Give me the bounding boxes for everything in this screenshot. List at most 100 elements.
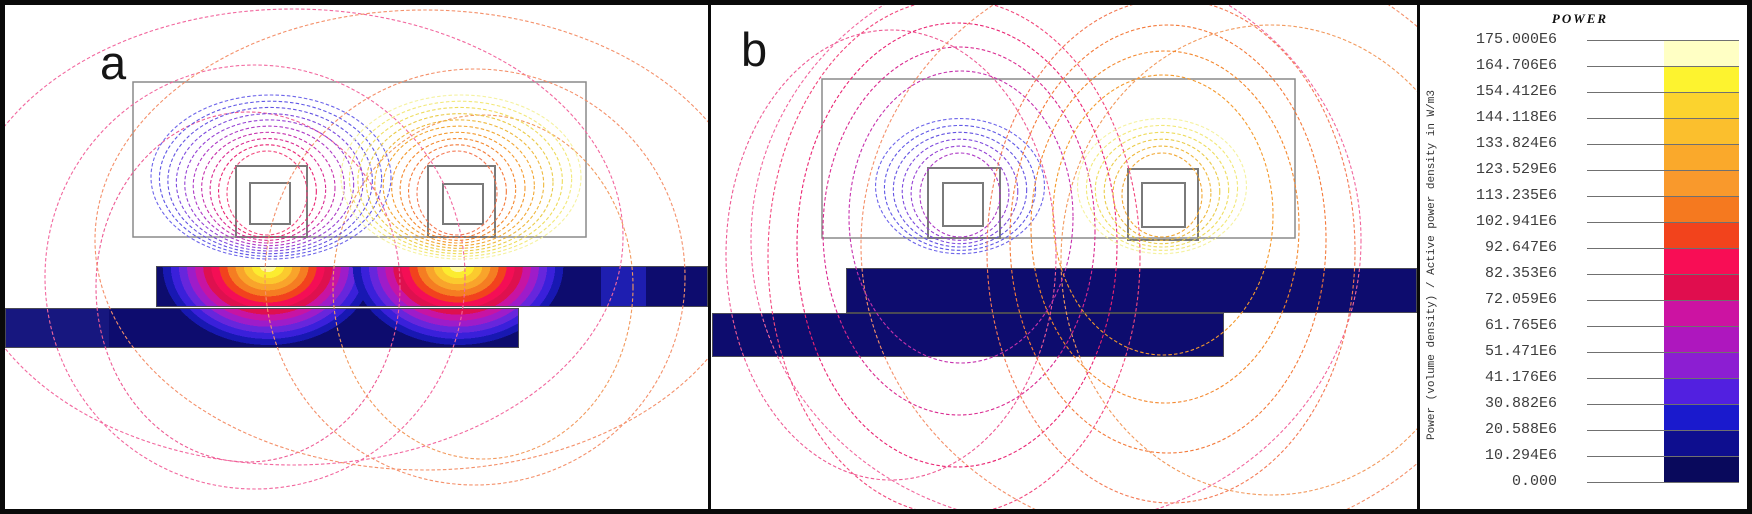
legend-tick-label: 154.412E6 bbox=[1475, 83, 1557, 100]
workpiece-top-plate-a bbox=[156, 266, 708, 307]
flux-contour-line bbox=[226, 150, 308, 236]
flux-contour-line bbox=[201, 131, 336, 244]
legend-tick-label: 102.941E6 bbox=[1475, 213, 1557, 230]
inductor-core-outline bbox=[132, 81, 587, 238]
flux-contour-line bbox=[340, 94, 582, 260]
flux-contour-line bbox=[1060, 24, 1417, 496]
colorbar-band bbox=[1664, 274, 1739, 300]
colorbar-band bbox=[1664, 300, 1739, 326]
left-coil-outline bbox=[235, 165, 308, 238]
flux-contour-line bbox=[1077, 118, 1247, 255]
legend-tick-label: 0.000 bbox=[1511, 473, 1557, 490]
legend-tick-line bbox=[1587, 170, 1739, 171]
legend-axis-label: Power (volume density) / Active power de… bbox=[1426, 90, 1438, 440]
legend-tick-line bbox=[1587, 456, 1739, 457]
legend-tick-label: 10.294E6 bbox=[1484, 447, 1557, 464]
legend-tick-label: 41.176E6 bbox=[1484, 369, 1557, 386]
legend-tick-label: 72.059E6 bbox=[1484, 291, 1557, 308]
flux-contour-line bbox=[399, 138, 517, 241]
colorbar-band bbox=[1664, 40, 1739, 66]
colorbar-band bbox=[1664, 170, 1739, 196]
panel-a-label: a bbox=[100, 36, 127, 89]
flux-contour-line bbox=[408, 144, 507, 239]
flux-contour-line bbox=[218, 144, 317, 239]
flux-contour-line bbox=[175, 113, 364, 252]
flux-contour-line bbox=[184, 119, 355, 249]
legend-tick-label: 144.118E6 bbox=[1475, 109, 1557, 126]
legend-tick-line bbox=[1587, 40, 1739, 41]
right-coil-conductor bbox=[1141, 182, 1186, 228]
workpiece-top-plate-b bbox=[846, 268, 1417, 313]
flux-contour-line bbox=[901, 138, 1019, 245]
flux-contour-line bbox=[150, 94, 392, 260]
flux-contour-line bbox=[892, 131, 1028, 248]
legend-tick-line bbox=[1587, 248, 1739, 249]
legend-tick-line bbox=[1587, 196, 1739, 197]
panel-b: b bbox=[711, 5, 1417, 509]
flux-contour-line bbox=[158, 100, 383, 257]
legend-tick-line bbox=[1587, 430, 1739, 431]
flux-contour-line bbox=[725, 29, 1057, 481]
flux-contour-line bbox=[986, 5, 1356, 504]
flux-contour-line bbox=[1094, 131, 1230, 248]
colorbar-band bbox=[1664, 378, 1739, 404]
legend-tick-label: 92.647E6 bbox=[1484, 239, 1557, 256]
flux-contour-line bbox=[860, 5, 1417, 509]
flux-contour-line bbox=[767, 5, 1141, 509]
legend-tick-label: 30.882E6 bbox=[1484, 395, 1557, 412]
flux-contour-line bbox=[416, 150, 498, 236]
colorbar-band bbox=[1664, 66, 1739, 92]
power-density-hotspot bbox=[340, 267, 576, 306]
flux-contour-line bbox=[5, 8, 624, 466]
legend-tick-label: 113.235E6 bbox=[1475, 187, 1557, 204]
workpiece-bottom-plate-b bbox=[712, 313, 1224, 357]
flux-contour-line bbox=[750, 5, 1362, 509]
flux-contour-line bbox=[875, 118, 1045, 255]
legend-tick-label: 61.765E6 bbox=[1484, 317, 1557, 334]
flux-contour-line bbox=[1121, 152, 1203, 238]
flux-contour-line bbox=[365, 113, 554, 252]
colorbar-band bbox=[1664, 144, 1739, 170]
legend-tick-line bbox=[1587, 118, 1739, 119]
panel-b-label: b bbox=[741, 23, 768, 76]
legend-tick-line bbox=[1587, 222, 1739, 223]
colorbar bbox=[1664, 40, 1739, 482]
flux-contour-line bbox=[94, 9, 708, 471]
power-band-segment bbox=[601, 267, 646, 306]
legend-tick-line bbox=[1587, 352, 1739, 353]
colorbar-band bbox=[1664, 222, 1739, 248]
right-coil-outline bbox=[427, 165, 496, 238]
flux-contour-line bbox=[883, 124, 1037, 251]
legend-tick-label: 123.529E6 bbox=[1475, 161, 1557, 178]
power-band-segment bbox=[6, 309, 109, 347]
colorbar-band bbox=[1664, 456, 1739, 482]
colorbar-band bbox=[1664, 248, 1739, 274]
legend-tick-label: 175.000E6 bbox=[1475, 31, 1557, 48]
flux-contour-line bbox=[822, 46, 1096, 416]
legend-tick-line bbox=[1587, 378, 1739, 379]
flux-contour-line bbox=[167, 106, 373, 255]
flux-contour-line bbox=[374, 119, 545, 249]
flux-contour-line bbox=[1085, 124, 1239, 251]
legend-tick-line bbox=[1587, 92, 1739, 93]
legend-title: POWER bbox=[1551, 11, 1609, 26]
flux-contour-line bbox=[357, 106, 563, 255]
colorbar-legend: POWER Power (volume density) / Active po… bbox=[1420, 5, 1747, 509]
legend-tick-line bbox=[1587, 144, 1739, 145]
power-density-hotspot bbox=[340, 309, 518, 347]
flux-contour-line bbox=[348, 100, 573, 257]
legend-tick-line bbox=[1587, 300, 1739, 301]
colorbar-band bbox=[1664, 118, 1739, 144]
left-coil-conductor bbox=[249, 182, 291, 225]
colorbar-band bbox=[1664, 430, 1739, 456]
colorbar-band bbox=[1664, 92, 1739, 118]
legend-tick-line bbox=[1587, 404, 1739, 405]
flux-contour-line bbox=[382, 125, 535, 247]
legend-tick-label: 82.353E6 bbox=[1484, 265, 1557, 282]
panel-a: a bbox=[5, 5, 708, 509]
flux-contour-line bbox=[919, 152, 1001, 238]
legend-tick-label: 164.706E6 bbox=[1475, 57, 1557, 74]
colorbar-band bbox=[1664, 404, 1739, 430]
legend-tick-label: 51.471E6 bbox=[1484, 343, 1557, 360]
